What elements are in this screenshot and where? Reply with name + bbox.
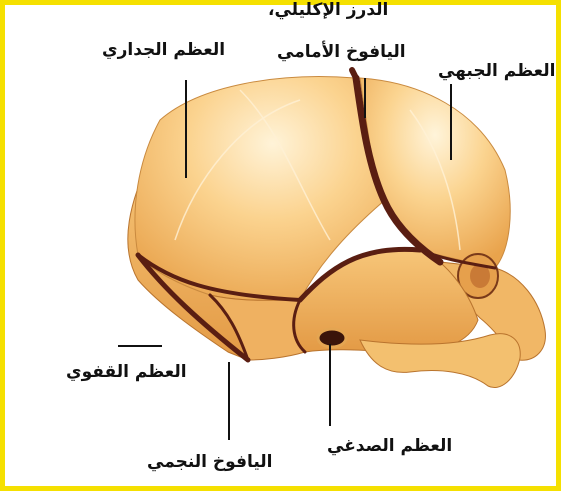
label-frontal-bone: العظم الجبهي xyxy=(438,63,555,80)
label-temporal-bone: العظم الصدغي xyxy=(327,438,452,455)
label-anterior-fontanelle: اليافوخ الأمامي xyxy=(277,44,406,61)
label-parietal-bone: العظم الجداري xyxy=(102,42,225,59)
label-mastoid-fontanelle: اليافوخ النجمي xyxy=(147,454,273,471)
label-occipital-bone: العظم القفوي xyxy=(66,364,187,381)
frontal-bone-shape xyxy=(360,78,510,268)
label-coronal-suture: الدرز الإكليلي، xyxy=(268,2,388,19)
ear-canal-shape xyxy=(318,329,346,347)
